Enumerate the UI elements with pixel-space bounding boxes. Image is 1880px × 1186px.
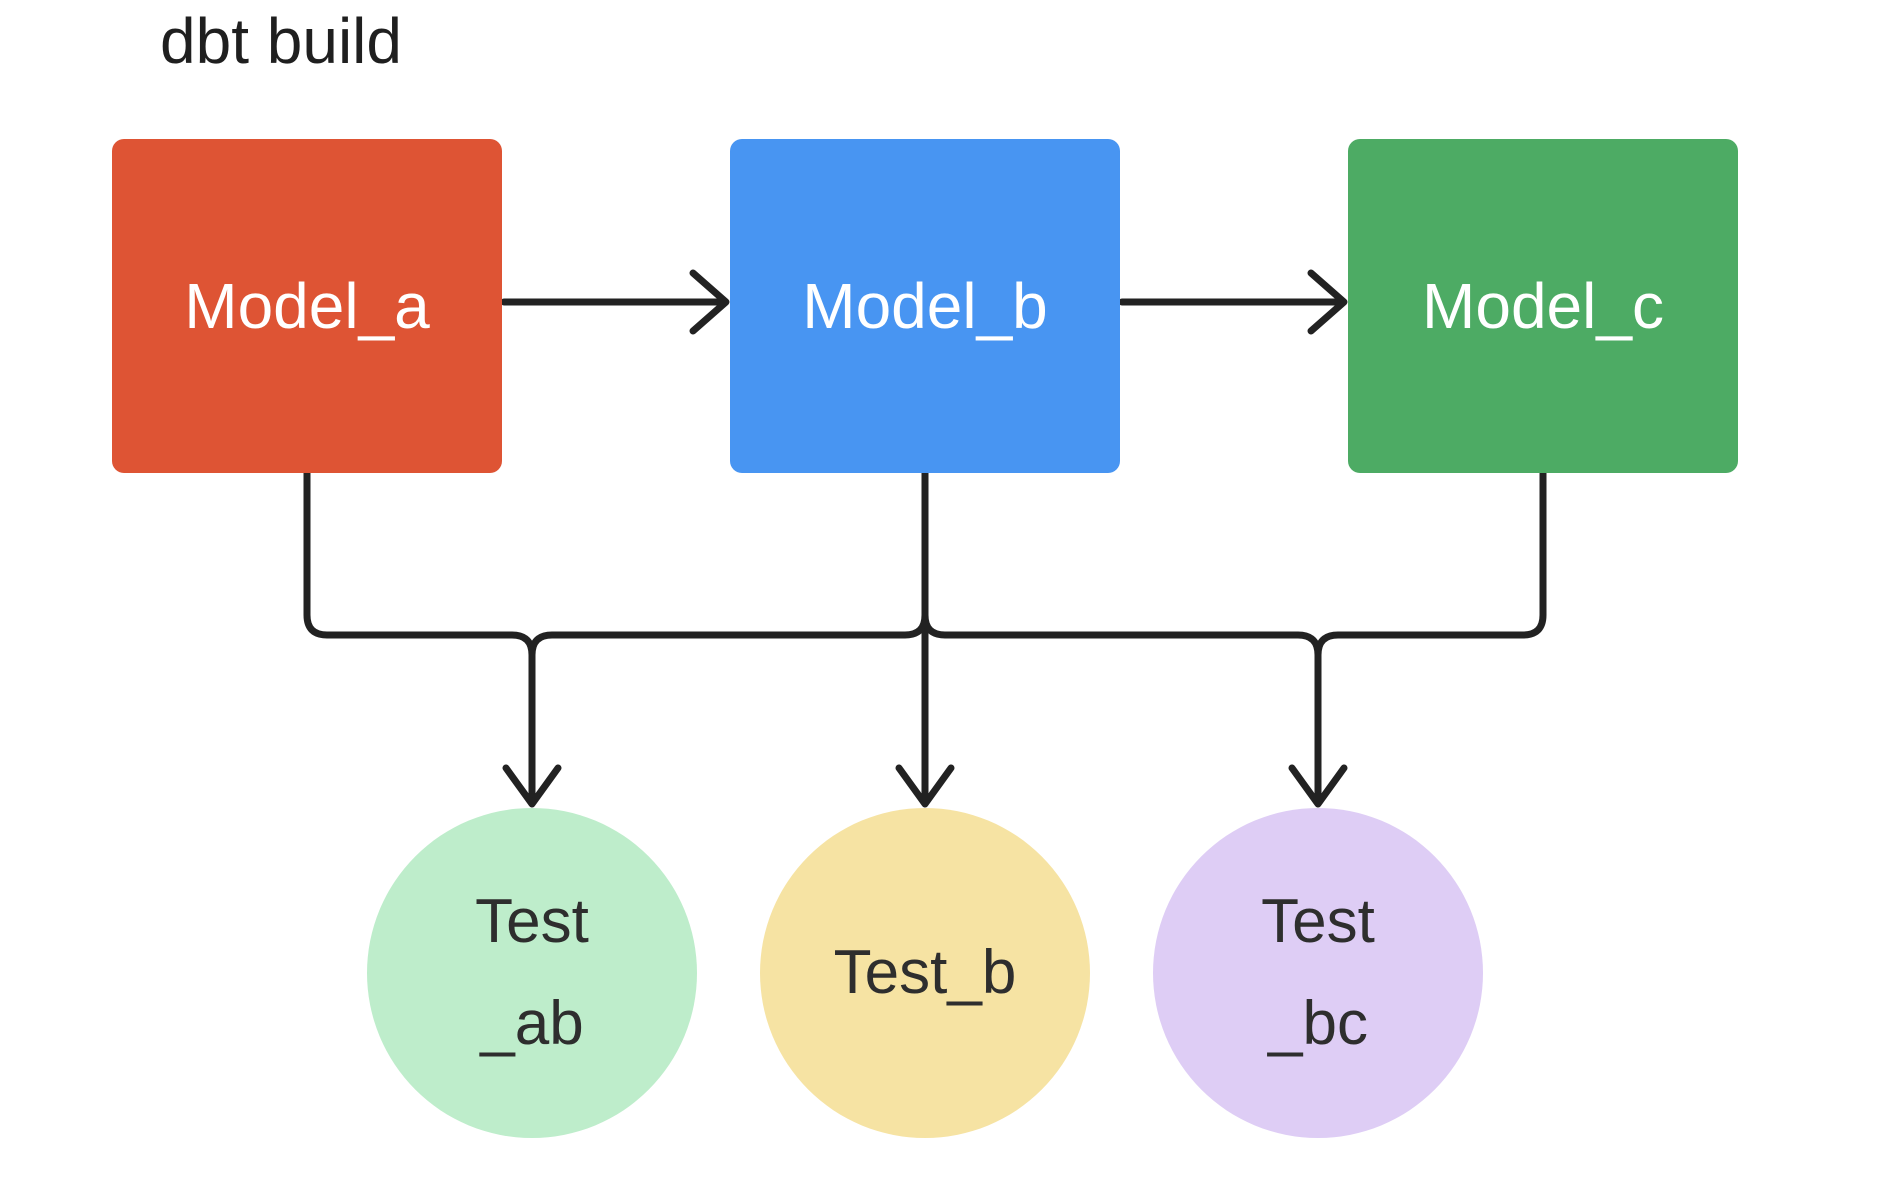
edge-model-b-to-test-bc [921,469,1322,800]
node-test-b[interactable]: Test_b [760,808,1090,1138]
arrowhead-test-bc-icon [1288,764,1348,808]
node-model-a[interactable]: Model_a [112,139,502,473]
node-test-ab-label-line1: Test [475,887,589,957]
node-model-b[interactable]: Model_b [730,139,1120,473]
node-model-b-label: Model_b [802,270,1048,342]
node-test-bc-label-line1: Test [1261,887,1375,957]
node-test-ab[interactable]: Test _ab [367,808,697,1138]
node-model-a-label: Model_a [184,270,430,342]
node-model-c[interactable]: Model_c [1348,139,1738,473]
diagram-title: dbt build [160,5,402,77]
node-model-c-label: Model_c [1422,270,1664,342]
arrowhead-model-c-icon [1307,269,1348,335]
arrowhead-test-b-icon [895,764,955,808]
node-test-bc-label-line2: _bc [1268,989,1368,1058]
arrowhead-test-ab-icon [502,764,562,808]
edge-model-b-to-test-ab [528,469,929,800]
node-test-b-label-line1: Test_b [833,938,1017,1008]
node-test-ab-label-line2: _ab [480,989,584,1058]
edge-model-c-to-test-bc [1314,469,1547,800]
edge-model-a-to-test-ab [303,469,536,800]
node-test-bc[interactable]: Test _bc [1153,808,1483,1138]
arrowhead-model-b-icon [689,269,730,335]
